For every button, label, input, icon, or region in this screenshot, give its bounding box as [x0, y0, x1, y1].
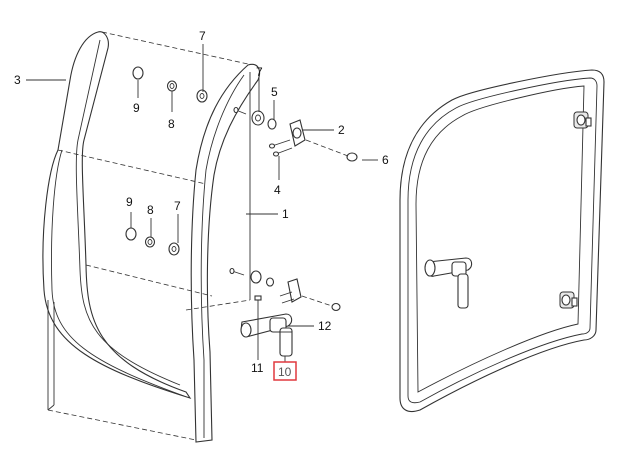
callout-7: 7 — [199, 29, 206, 43]
upper-hinge-hardware — [132, 66, 358, 162]
callout-11: 11 — [251, 361, 264, 375]
callout-12: 12 — [318, 319, 332, 333]
assembled-door — [399, 69, 605, 413]
callout-10-highlight-box — [273, 361, 297, 381]
callout-10: 10 — [278, 365, 292, 379]
callout-7: 7 — [174, 199, 181, 213]
callout-labels: 3 7 9 8 7 5 2 6 4 1 9 8 7 12 11 10 — [14, 29, 389, 381]
callout-9: 9 — [126, 195, 133, 209]
callout-5: 5 — [271, 85, 278, 99]
callout-4: 4 — [274, 183, 281, 197]
callout-8: 8 — [147, 203, 154, 217]
door-hinge-bottom — [559, 291, 578, 309]
door-hinge-top — [573, 111, 592, 129]
latch-assembly — [240, 295, 293, 357]
callout-7: 7 — [256, 65, 263, 79]
door-frame-part-3 — [42, 31, 192, 411]
callout-2: 2 — [338, 123, 345, 137]
callout-8: 8 — [168, 117, 175, 131]
callout-6: 6 — [382, 153, 389, 167]
window-panel-part-1 — [47, 31, 261, 443]
door-latch — [424, 257, 473, 309]
middle-hinge-hardware — [125, 227, 180, 256]
callout-1: 1 — [282, 207, 289, 221]
callout-9: 9 — [133, 101, 140, 115]
callout-3: 3 — [14, 73, 21, 87]
lower-hinge-hardware — [229, 267, 341, 312]
leader-lines — [26, 44, 378, 362]
